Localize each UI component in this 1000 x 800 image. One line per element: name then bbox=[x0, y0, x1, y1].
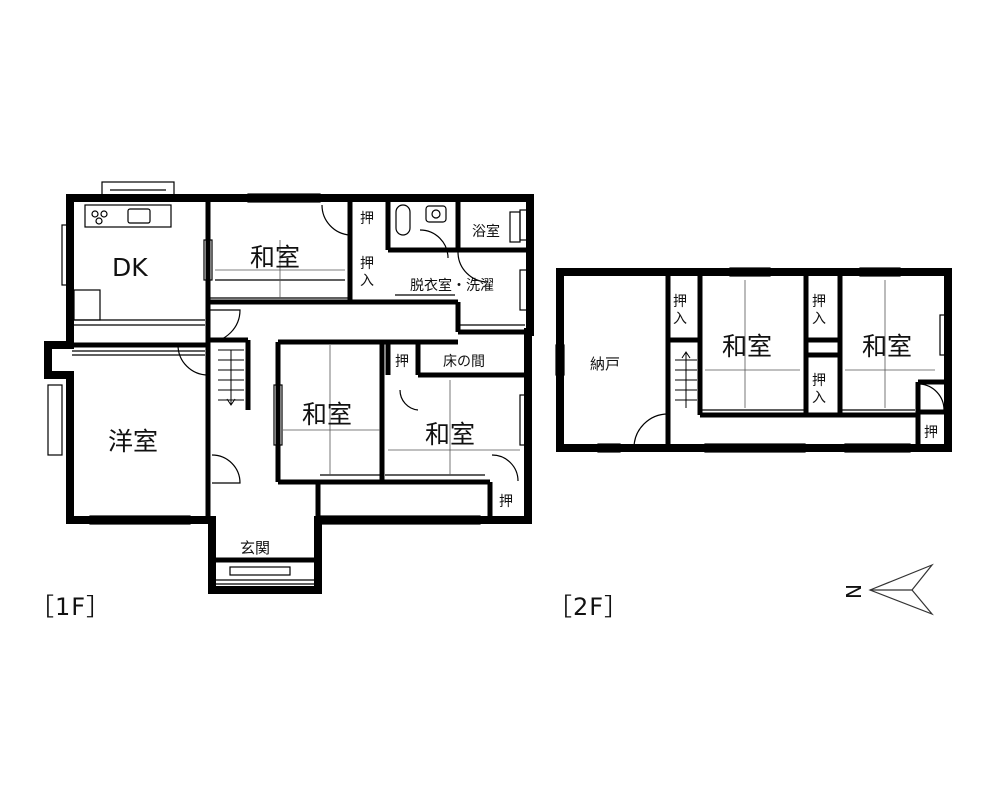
floor-2-windows bbox=[555, 267, 951, 453]
room-label-genkan: 玄関 bbox=[240, 539, 270, 557]
floor-2-tatami-lines bbox=[705, 280, 935, 408]
floor-1-tatami-lines bbox=[215, 240, 520, 475]
room-label-datsuishitsu: 脱衣室・洗濯 bbox=[410, 277, 494, 294]
room-label-washitsu-a: 和室 bbox=[722, 332, 772, 361]
floor-1-doors bbox=[177, 204, 519, 484]
floor-2-exterior-walls bbox=[556, 268, 952, 452]
room-label-oshi-d: 押 bbox=[924, 425, 938, 441]
room-label-oshiire-1: 押入 bbox=[360, 256, 374, 289]
room-label-tokonoma: 床の間 bbox=[443, 354, 485, 370]
room-label-oshiire-a: 押入 bbox=[673, 294, 687, 327]
floor-2-plan bbox=[555, 267, 952, 453]
floor-2-stairs bbox=[675, 351, 697, 408]
floor-1-stairs bbox=[218, 349, 244, 406]
room-label-oshi-2: 押 bbox=[395, 354, 409, 370]
room-label-washitsu-center: 和室 bbox=[302, 400, 352, 429]
room-label-yokushitsu: 浴室 bbox=[472, 223, 500, 240]
floor-1-label: ［1F］ bbox=[30, 593, 111, 621]
room-label-yoshitsu: 洋室 bbox=[108, 427, 158, 456]
floor-1-plan bbox=[44, 181, 534, 594]
room-label-oshiire-c: 押入 bbox=[812, 373, 826, 406]
floor-1-interior-walls bbox=[70, 198, 530, 563]
room-label-washitsu-b: 和室 bbox=[862, 332, 912, 361]
room-label-oshi-1: 押 bbox=[360, 211, 374, 227]
floor-2-doors bbox=[633, 383, 945, 449]
compass-symbol bbox=[868, 563, 934, 616]
sanitary-fixtures bbox=[395, 204, 521, 243]
floor-2-label: ［2F］ bbox=[548, 593, 629, 621]
compass-north-label: N bbox=[842, 584, 866, 599]
room-label-oshiire-b: 押入 bbox=[812, 294, 826, 327]
floor-1-windows bbox=[47, 181, 531, 585]
kitchen-fixtures bbox=[73, 204, 172, 321]
floor-2-interior-walls bbox=[665, 272, 948, 448]
room-label-oshi-3: 押 bbox=[499, 494, 513, 510]
room-label-nando: 納戸 bbox=[590, 355, 620, 373]
room-label-washitsu-north: 和室 bbox=[250, 243, 300, 272]
room-label-washitsu-east: 和室 bbox=[425, 420, 475, 449]
room-label-dk: DK bbox=[112, 253, 148, 282]
